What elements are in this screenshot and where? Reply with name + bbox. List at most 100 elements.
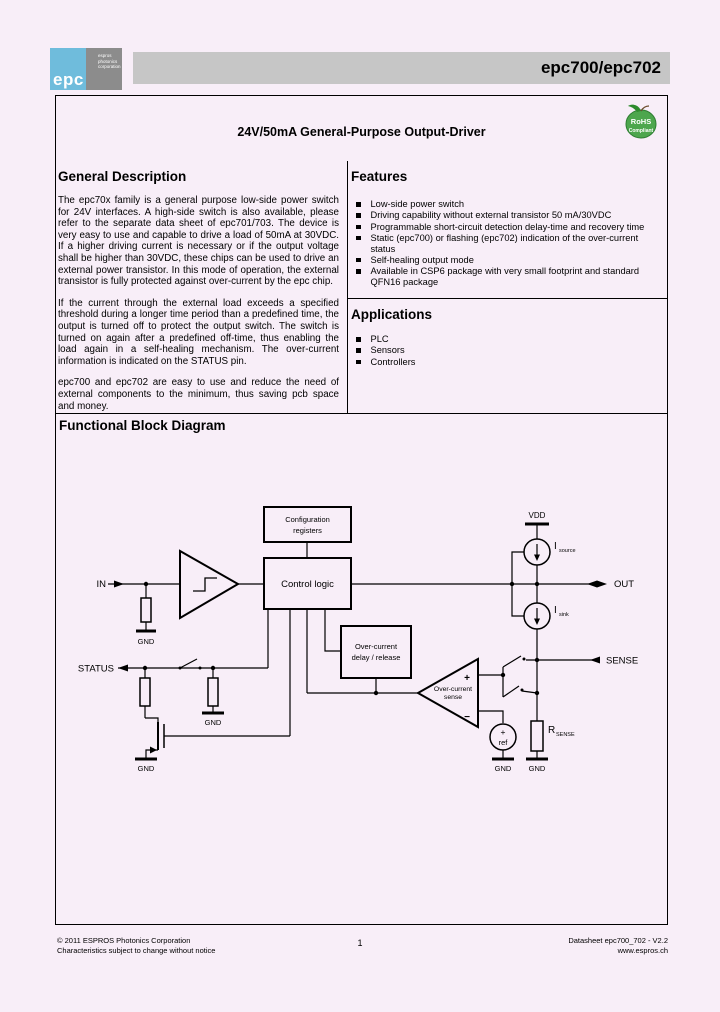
vref-label: ref	[499, 738, 509, 747]
square-bullet-icon	[356, 337, 361, 342]
application-text: PLC	[370, 334, 389, 344]
square-bullet-icon	[356, 202, 361, 207]
isource-subscript: source	[559, 548, 576, 554]
current-source-isink-icon	[523, 602, 551, 630]
list-item: Static (epc700) or flashing (epc702) ind…	[356, 233, 664, 255]
paragraph: The epc70x family is a general purpose l…	[58, 195, 339, 288]
sense-resistor-icon	[530, 720, 544, 752]
schmitt-trigger-icon	[179, 549, 240, 620]
functional-block-diagram: IN OUT STATUS SENSE VDD GND GND GND GND …	[78, 506, 638, 773]
part-number: epc700/epc702	[540, 58, 661, 77]
diagram-labels: IN OUT STATUS SENSE VDD GND GND GND GND …	[78, 511, 638, 773]
configuration-registers-box	[263, 506, 352, 543]
rail-symbols	[135, 522, 549, 761]
current-source-isource-icon	[523, 538, 551, 566]
list-item: Available in CSP6 package with very smal…	[356, 266, 664, 288]
feature-text: Self-healing output mode	[370, 254, 474, 265]
rohs-compliant-text: Compliant	[629, 128, 654, 134]
gnd-label: GND	[495, 764, 512, 773]
datasheet-version-text: Datasheet epc700_702 - V2.2	[568, 936, 668, 945]
config-registers-label: Configuration	[285, 515, 330, 524]
application-text: Sensors	[370, 345, 405, 356]
isink-label: I	[554, 605, 557, 616]
gnd-label: GND	[138, 637, 155, 646]
features-list: Low-side power switch Driving capability…	[356, 199, 664, 288]
company-name-line: photonics	[98, 58, 118, 64]
junction-dots	[142, 581, 540, 696]
features-applications-divider	[347, 298, 668, 299]
status-arrow-icon	[118, 664, 128, 672]
section-divider	[56, 413, 667, 414]
company-name-line: espros	[98, 53, 112, 58]
list-item: Self-healing output mode	[356, 255, 664, 266]
pin-label-status: STATUS	[78, 664, 114, 675]
gnd-label: GND	[529, 764, 546, 773]
column-divider	[347, 161, 348, 413]
oc-sense-label: sense	[444, 694, 462, 701]
application-text: Controllers	[370, 356, 416, 367]
general-description-text: The epc70x family is a general purpose l…	[58, 195, 339, 422]
square-bullet-icon	[356, 348, 361, 353]
resistor-icon	[140, 597, 152, 623]
feature-text: Programmable short-circuit detection del…	[370, 221, 645, 232]
feature-text: Driving capability without external tran…	[370, 210, 612, 221]
pin-label-sense: SENSE	[606, 656, 638, 667]
page-title: 24V/50mA General-Purpose Output-Driver	[237, 125, 486, 139]
list-item: Sensors	[356, 345, 656, 356]
diagram-wires	[108, 525, 600, 758]
features-heading: Features	[351, 169, 408, 184]
in-arrow-icon	[114, 580, 124, 588]
espros-logo-block: espros photonics corporation	[86, 48, 122, 90]
plus-input-label: +	[464, 673, 470, 684]
pin-label-out: OUT	[614, 579, 634, 590]
list-item: Programmable short-circuit detection del…	[356, 222, 664, 233]
vdd-label: VDD	[529, 511, 546, 520]
control-logic-label: Control logic	[281, 579, 334, 590]
out-bidir-arrow-icon	[587, 580, 607, 588]
voltage-reference-icon	[489, 723, 517, 751]
oc-delay-label: Over-current	[355, 642, 398, 651]
applications-heading: Applications	[351, 307, 433, 322]
list-item: Low-side power switch	[356, 199, 664, 210]
control-logic-box	[263, 557, 352, 610]
paragraph: If the current through the external load…	[58, 297, 339, 367]
paragraph: epc700 and epc702 are easy to use and re…	[58, 377, 339, 412]
header-bar: epc700/epc702	[133, 52, 670, 84]
applications-list: PLC Sensors Controllers	[356, 334, 656, 368]
disclaimer-text: Characteristics subject to change withou…	[57, 945, 216, 955]
sense-arrow-icon	[590, 656, 600, 664]
leaf-icon	[628, 104, 641, 112]
vref-plus-label: +	[501, 727, 506, 737]
block-diagram-heading: Functional Block Diagram	[59, 418, 226, 433]
resistor-icon	[139, 677, 151, 707]
gnd-label: GND	[138, 764, 155, 773]
epc-logo: epc	[50, 48, 86, 90]
epc-logo-text: epc	[53, 70, 84, 89]
rsense-subscript: SENSE	[556, 732, 575, 738]
oc-delay-label: delay / release	[352, 653, 401, 662]
isource-label: I	[554, 541, 557, 552]
footer-right: Datasheet epc700_702 - V2.2 www.espros.c…	[568, 936, 668, 955]
switch-icon	[179, 655, 522, 698]
general-description-heading: General Description	[58, 169, 187, 184]
square-bullet-icon	[356, 359, 361, 365]
config-registers-label: registers	[293, 526, 322, 535]
list-item: PLC	[356, 334, 656, 345]
overcurrent-sense-comparator	[415, 657, 479, 729]
feature-text: Available in CSP6 package with very smal…	[370, 266, 640, 288]
gnd-label: GND	[205, 718, 222, 727]
overcurrent-delay-box	[340, 625, 412, 679]
feature-text: Low-side power switch	[370, 199, 465, 209]
list-item: Controllers	[356, 357, 656, 368]
hysteresis-icon	[193, 577, 217, 592]
rohs-compliant-icon: RoHS Compliant	[625, 104, 657, 139]
rsense-label: R	[548, 725, 555, 736]
list-item: Driving capability without external tran…	[356, 210, 664, 221]
minus-input-label: −	[464, 712, 470, 723]
website-link[interactable]: www.espros.ch	[617, 945, 668, 955]
oc-sense-label: Over-current	[434, 686, 472, 693]
square-bullet-icon	[356, 235, 361, 241]
page-number: 1	[357, 938, 363, 948]
rohs-text: RoHS	[631, 117, 651, 126]
page-frame: 24V/50mA General-Purpose Output-Driver R…	[55, 95, 668, 925]
